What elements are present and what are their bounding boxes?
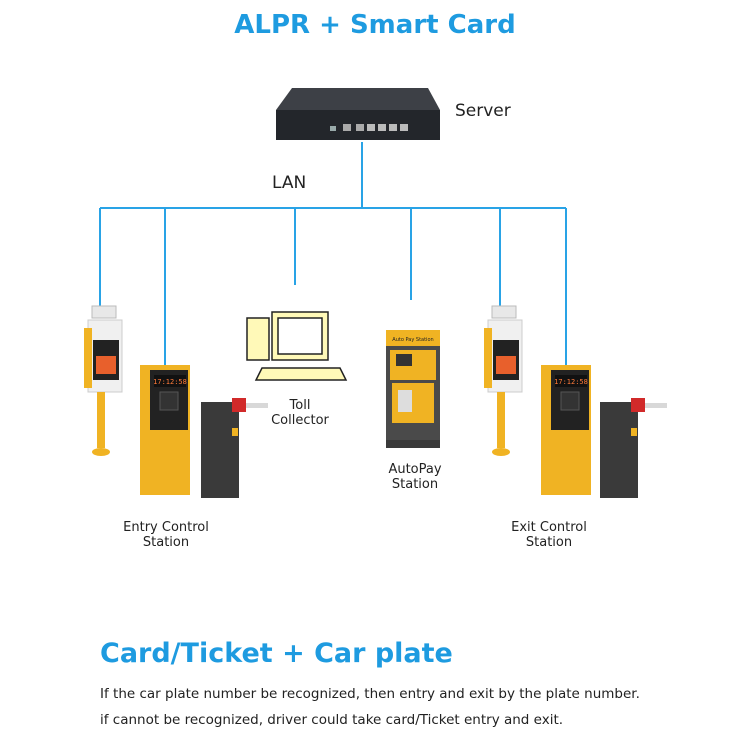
description-line-2: if cannot be recognized, driver could ta… <box>100 712 564 728</box>
toll-label-line1: Toll <box>289 398 311 413</box>
lan-lines <box>99 142 567 365</box>
diagram-title: ALPR + Smart Card <box>234 10 516 40</box>
description-line-1: If the car plate number be recognized, t… <box>100 686 640 702</box>
server-device <box>276 88 440 140</box>
exit-display-time: 17:12:58 <box>554 378 588 386</box>
section-subtitle: Card/Ticket + Car plate <box>100 638 453 669</box>
exit-camera-pole <box>484 305 523 456</box>
network-diagram: Auto Pay Station 17:12:58 <box>84 88 667 498</box>
entry-camera-pole <box>84 305 123 456</box>
autopay-label: AutoPay Station <box>373 462 457 492</box>
entry-label-line1: Entry Control <box>123 520 209 535</box>
server-label: Server <box>455 101 511 121</box>
entry-display-time: 17:12:58 <box>153 378 187 386</box>
toll-label-line2: Collector <box>271 413 329 428</box>
toll-collector-computer <box>246 311 348 381</box>
exit-terminal: 17:12:58 <box>541 365 591 495</box>
entry-terminal: 17:12:58 <box>140 365 190 495</box>
entry-station-label: Entry Control Station <box>111 520 221 550</box>
autopay-kiosk: Auto Pay Station <box>386 330 440 448</box>
exit-label-line1: Exit Control <box>511 520 587 535</box>
entry-label-line2: Station <box>142 535 190 550</box>
lan-label: LAN <box>272 173 307 193</box>
entry-barrier <box>201 398 268 498</box>
exit-station-label: Exit Control Station <box>494 520 604 550</box>
toll-collector-label: Toll Collector <box>258 398 342 428</box>
exit-label-line2: Station <box>525 535 573 550</box>
kiosk-header-text: Auto Pay Station <box>392 337 433 343</box>
autopay-label-line2: Station <box>391 477 439 492</box>
autopay-label-line1: AutoPay <box>388 462 442 477</box>
exit-barrier <box>600 398 667 498</box>
